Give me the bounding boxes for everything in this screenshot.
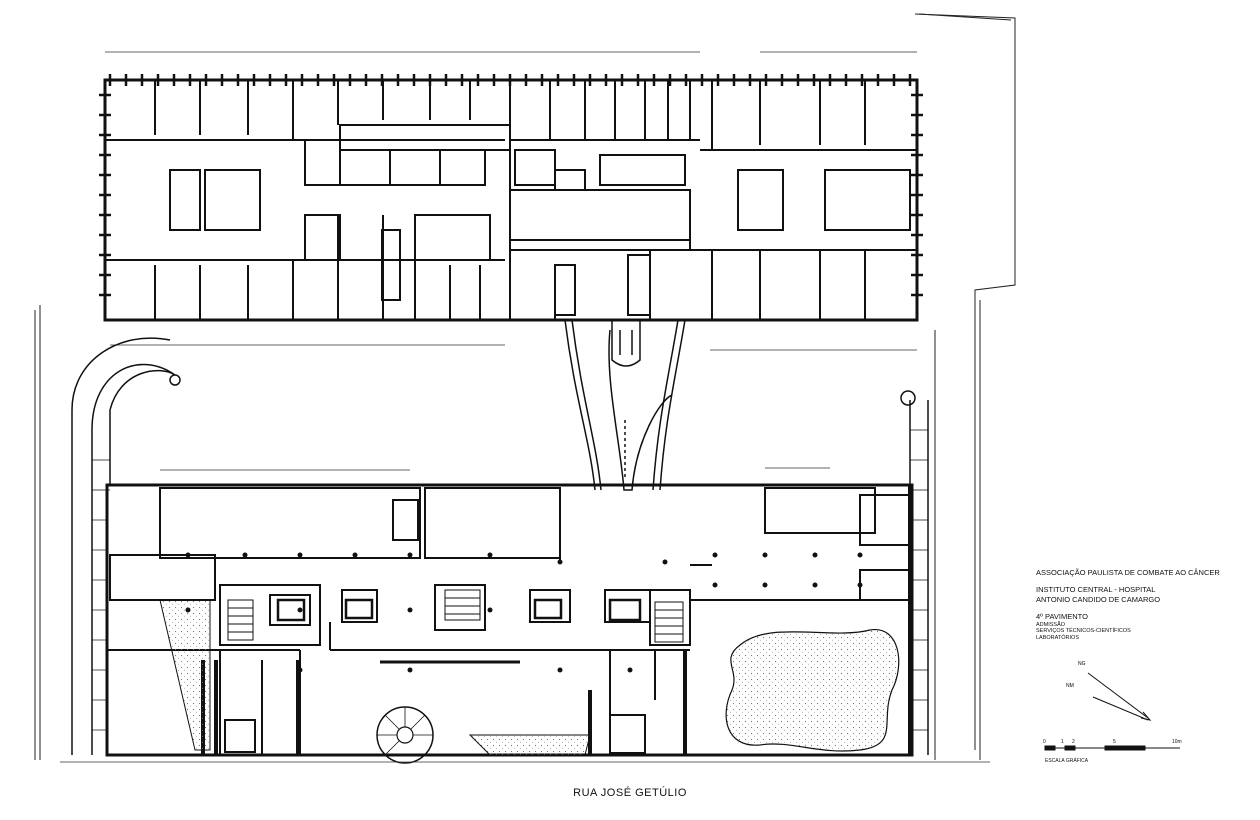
program-item: SERVIÇOS TÉCNICOS-CIENTÍFICOS: [1036, 628, 1131, 635]
floor-label: 4º PAVIMENTO: [1036, 612, 1088, 622]
dimension-lines: [105, 51, 917, 471]
garden-pond: [725, 629, 900, 752]
site-boundary: [34, 13, 1016, 760]
scale-label: ESCALA GRÁFICA: [1045, 757, 1089, 764]
entrance-ramp-right: [900, 390, 929, 755]
north-label-ng: NG: [1078, 661, 1086, 667]
garden-left: [159, 599, 211, 751]
connector-bridge: [564, 319, 686, 491]
lower-block: [105, 483, 914, 764]
upper-room-dividers: [154, 80, 866, 240]
institute-line-2: ANTONIO CANDIDO DE CAMARGO: [1036, 594, 1161, 604]
street-name: RUA JOSÉ GETÚLIO: [573, 787, 687, 799]
scale-tick-2: 2: [1072, 739, 1075, 745]
scale-tick-10m: 10m: [1172, 739, 1182, 745]
north-arrow-icon: [1087, 672, 1152, 721]
scale-tick-1: 1: [1061, 739, 1064, 745]
association-name: ASSOCIAÇÃO PAULISTA DE COMBATE AO CÂNCER: [1036, 568, 1220, 577]
graphic-scale: [1044, 745, 1180, 751]
entrance-ramp-left: [71, 337, 181, 755]
upper-wing-columns: [99, 74, 923, 297]
scale-tick-0: 0: [1043, 739, 1046, 745]
upper-wing: [103, 78, 919, 322]
scale-tick-5: 5: [1113, 739, 1116, 745]
institute-line-1: INSTITUTO CENTRAL - HOSPITAL: [1036, 585, 1156, 595]
program-item: ADMISSÃO: [1036, 621, 1066, 628]
program-item: LABORATÓRIOS: [1036, 635, 1079, 642]
lower-block-columns: [185, 552, 863, 673]
north-label-nm: NM: [1066, 683, 1074, 689]
title-block: ASSOCIAÇÃO PAULISTA DE COMBATE AO CÂNCER…: [1036, 568, 1256, 642]
garden-front: [468, 734, 591, 756]
